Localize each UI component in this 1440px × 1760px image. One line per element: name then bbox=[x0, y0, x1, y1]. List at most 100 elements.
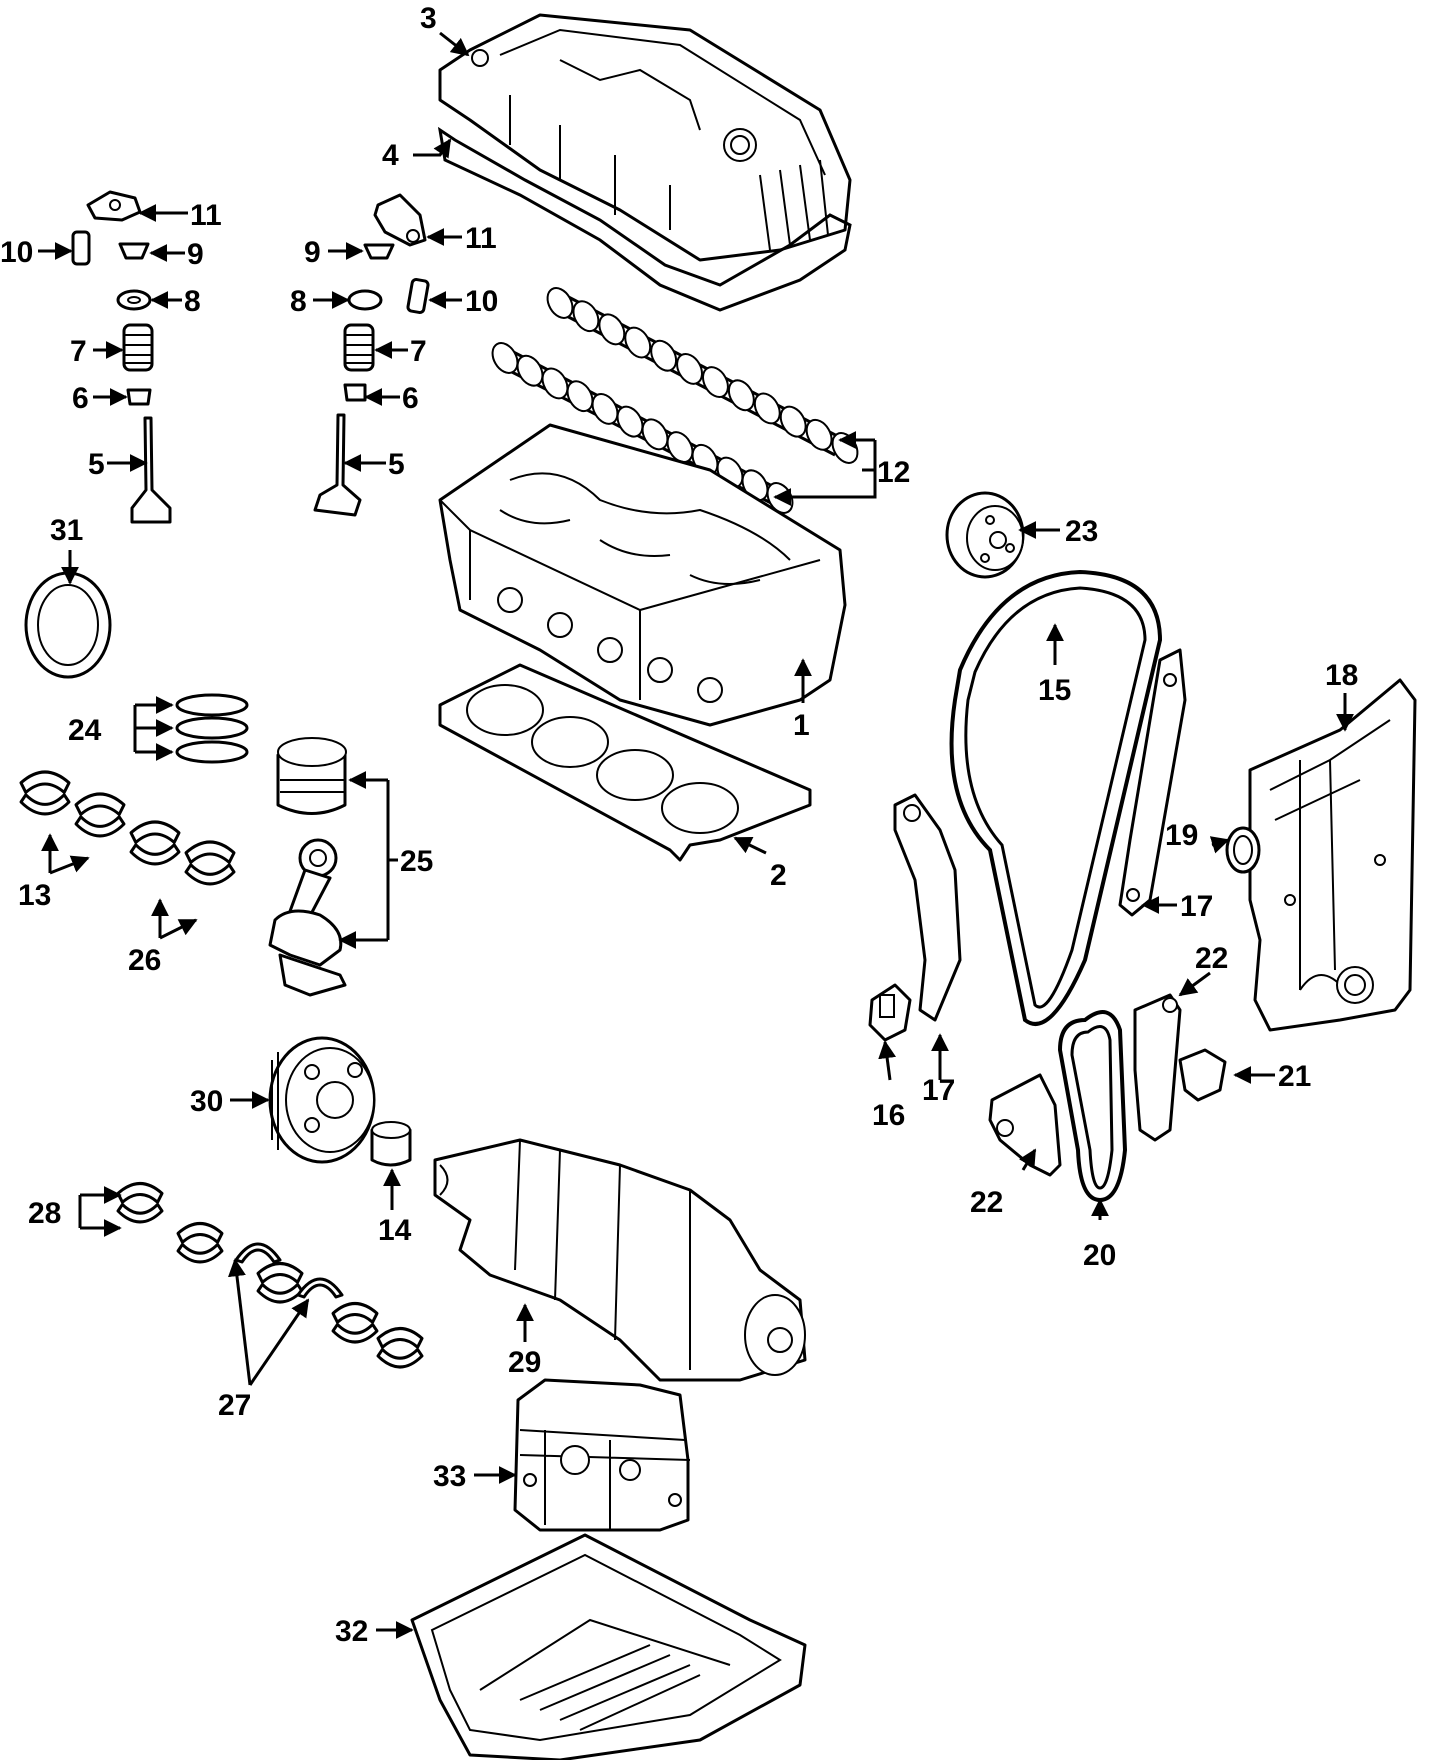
callout-11: 11 bbox=[465, 222, 497, 255]
cam-lobe bbox=[546, 287, 574, 319]
bearing-shell-upper bbox=[176, 1222, 224, 1244]
timing-cover-seal bbox=[1225, 826, 1261, 874]
valve-retainer-left bbox=[116, 289, 152, 311]
thrust-washer bbox=[296, 1277, 344, 1299]
cam-lobe bbox=[702, 366, 729, 398]
callout-23: 23 bbox=[1065, 515, 1098, 548]
crankshaft-pulley bbox=[268, 1036, 376, 1164]
tensioner-arm bbox=[893, 793, 962, 1022]
callout-15: 15 bbox=[1038, 674, 1071, 707]
lash-adjuster-right bbox=[406, 277, 430, 315]
intake-camshaft bbox=[546, 287, 859, 464]
cam-lobe bbox=[491, 342, 519, 374]
bearing-shell-lower bbox=[129, 843, 181, 866]
callout-21: 21 bbox=[1278, 1060, 1311, 1093]
callout-9: 9 bbox=[187, 238, 204, 271]
cam-lobe bbox=[541, 367, 569, 400]
cylinder-head bbox=[438, 423, 847, 727]
callout-labels: 3 4 11 10 9 8 7 6 5 9 11 8 10 7 6 5 12 3… bbox=[0, 2, 1358, 1648]
callout-5: 5 bbox=[88, 448, 105, 481]
bearing-shell-lower bbox=[256, 1282, 304, 1304]
timing-cover bbox=[1248, 678, 1417, 1032]
callout-22: 22 bbox=[970, 1186, 1003, 1219]
bearing-shell-lower bbox=[74, 815, 126, 838]
valve-left bbox=[130, 416, 172, 524]
cam-lobe bbox=[641, 418, 669, 451]
callout-26: 26 bbox=[128, 944, 161, 977]
callout-24: 24 bbox=[68, 714, 102, 747]
callout-6: 6 bbox=[72, 382, 89, 415]
leader-lines bbox=[38, 31, 1354, 1639]
callout-9: 9 bbox=[304, 236, 321, 269]
camshaft-sprocket bbox=[945, 491, 1025, 579]
oil-pump-chain-guide-lower bbox=[988, 1073, 1062, 1177]
bearing-shell-upper bbox=[129, 820, 181, 844]
callout-10: 10 bbox=[465, 285, 498, 318]
callout-16: 16 bbox=[872, 1099, 905, 1132]
callout-17: 17 bbox=[922, 1074, 955, 1107]
callout-17: 17 bbox=[1180, 890, 1213, 923]
callout-29: 29 bbox=[508, 1346, 541, 1379]
rocker-arm-left bbox=[86, 190, 142, 222]
callout-7: 7 bbox=[70, 335, 87, 368]
callout-18: 18 bbox=[1325, 659, 1358, 692]
cam-lobe bbox=[676, 353, 703, 385]
bearing-shell-lower bbox=[176, 1242, 224, 1264]
exhaust-camshaft bbox=[491, 342, 794, 514]
bearing-shell-lower bbox=[376, 1347, 424, 1369]
valve-keeper-left bbox=[118, 242, 150, 260]
valve-spring-left bbox=[122, 323, 154, 372]
crankshaft bbox=[433, 1138, 807, 1382]
piston-rings bbox=[175, 693, 249, 764]
cam-lobe bbox=[566, 380, 594, 413]
valve-cover-gasket bbox=[437, 126, 852, 312]
rocker-arm-right bbox=[373, 193, 427, 247]
callout-33: 33 bbox=[433, 1460, 466, 1493]
bearing-shell-upper bbox=[19, 770, 71, 794]
bearing-shell-upper bbox=[116, 1182, 164, 1204]
cam-lobe bbox=[666, 431, 694, 463]
chain-tensioner bbox=[868, 983, 912, 1042]
callout-6: 6 bbox=[402, 382, 419, 415]
callout-10: 10 bbox=[0, 236, 33, 269]
cam-lobe bbox=[624, 326, 652, 359]
bearing-shell-upper bbox=[256, 1262, 304, 1284]
callout-27: 27 bbox=[218, 1389, 251, 1422]
bearing-shell-upper bbox=[376, 1327, 424, 1349]
callout-25: 25 bbox=[400, 845, 433, 878]
bearing-shell-lower bbox=[19, 793, 71, 816]
valve-retainer-right bbox=[347, 289, 383, 311]
valve-seal-right bbox=[343, 383, 367, 402]
callout-3: 3 bbox=[420, 2, 437, 35]
valve-keeper-right bbox=[363, 243, 395, 260]
callout-13: 13 bbox=[18, 879, 51, 912]
callout-31: 31 bbox=[50, 514, 83, 547]
callout-8: 8 bbox=[184, 285, 201, 318]
main-bearings-lower bbox=[184, 840, 236, 886]
callout-22: 22 bbox=[1195, 942, 1228, 975]
callout-20: 20 bbox=[1083, 1239, 1116, 1272]
callout-19: 19 bbox=[1165, 819, 1198, 852]
cam-lobe bbox=[598, 313, 626, 346]
thrust-washer bbox=[234, 1242, 282, 1264]
cam-lobe bbox=[516, 354, 544, 387]
bearing-shell-lower bbox=[116, 1202, 164, 1224]
bearing-shell-lower bbox=[184, 863, 236, 886]
bearing-shell-upper bbox=[184, 840, 236, 864]
cam-lobe bbox=[779, 405, 807, 438]
valve-cover bbox=[438, 13, 852, 262]
cam-lobe bbox=[572, 300, 600, 333]
balance-shaft-assembly bbox=[513, 1378, 691, 1532]
crankshaft-main-bearings bbox=[116, 1182, 424, 1369]
callout-14: 14 bbox=[378, 1214, 412, 1247]
callout-2: 2 bbox=[770, 859, 787, 892]
piston bbox=[276, 737, 347, 815]
callout-4: 4 bbox=[382, 139, 399, 172]
oil-pump-chain-tensioner bbox=[1178, 1048, 1227, 1102]
timing-chain-guide bbox=[1118, 648, 1187, 917]
callout-7: 7 bbox=[410, 335, 427, 368]
connecting-rod bbox=[268, 838, 347, 997]
oil-pump-chain bbox=[1057, 1010, 1128, 1203]
